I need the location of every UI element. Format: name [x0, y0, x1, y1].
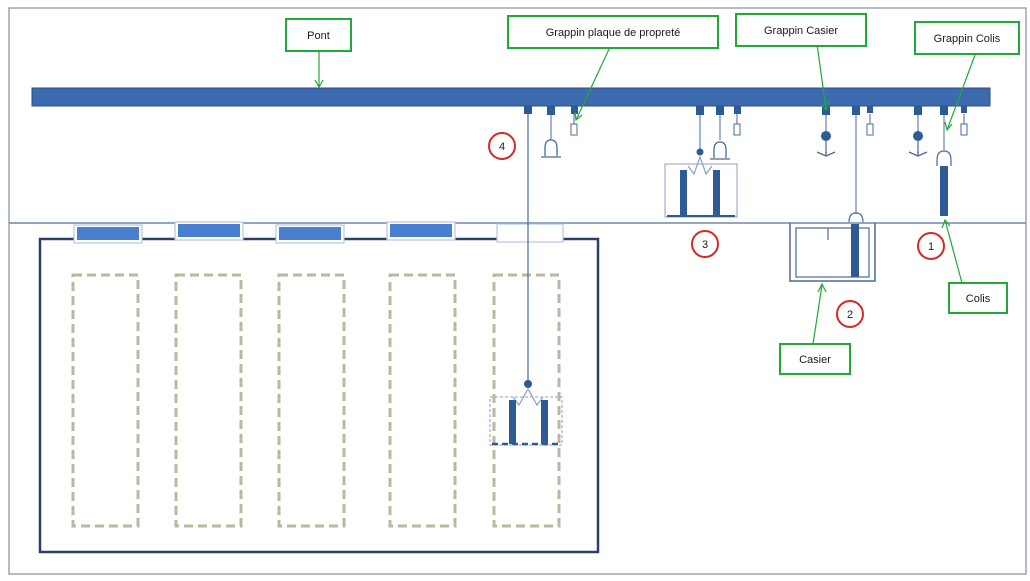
slab-cover: [178, 224, 240, 237]
cover-plate-lifted: [664, 163, 738, 218]
grappin-head: [821, 131, 831, 141]
hook-grappin: [713, 141, 727, 158]
casier-colis: [851, 224, 859, 277]
slab-cover-open: [496, 223, 564, 243]
svg-text:Grappin plaque de propreté: Grappin plaque de propreté: [546, 27, 681, 39]
small-grappin: [570, 123, 578, 136]
svg-text:Colis: Colis: [966, 293, 991, 305]
label-colis: Colis: [948, 282, 1008, 314]
colis-package: [940, 166, 948, 216]
cover-plate-leg: [541, 400, 548, 444]
slab-cover: [279, 227, 341, 240]
cover-plate-leg: [680, 170, 687, 216]
slab-cover: [77, 227, 139, 240]
diagram-frame: [8, 7, 1027, 575]
hook-grappin: [848, 212, 864, 223]
svg-text:Casier: Casier: [799, 354, 831, 366]
grappin-hook: [524, 380, 532, 388]
svg-text:1: 1: [928, 241, 934, 253]
label-grappin-plaque: Grappin plaque de propreté: [507, 15, 719, 49]
cover-plate-leg: [509, 400, 516, 444]
storage-cell: [388, 273, 457, 528]
storage-cell: [277, 273, 346, 528]
storage-pool: [38, 237, 600, 554]
anchor-grappin: [908, 151, 928, 157]
storage-cell: [71, 273, 140, 528]
grappin-hook: [696, 148, 704, 156]
grappin-claws: [512, 387, 544, 407]
grappin-head: [913, 131, 923, 141]
svg-text:2: 2: [847, 309, 853, 321]
svg-text:Grappin Casier: Grappin Casier: [764, 25, 838, 37]
label-pont: Pont: [285, 18, 352, 52]
label-grappin-casier: Grappin Casier: [735, 13, 867, 47]
storage-cell-target: [492, 273, 561, 528]
svg-text:Pont: Pont: [307, 30, 330, 42]
svg-text:4: 4: [499, 141, 505, 153]
small-grappin: [866, 123, 874, 136]
casier-pit: [789, 223, 876, 282]
label-pointers: [314, 43, 976, 345]
small-grappin: [960, 123, 968, 136]
step-3: 3: [691, 230, 719, 258]
step-2: 2: [836, 300, 864, 328]
label-grappin-colis: Grappin Colis: [914, 21, 1020, 55]
grappin-claws: [687, 155, 713, 176]
cover-plate-leg: [713, 170, 720, 216]
svg-text:Grappin Colis: Grappin Colis: [934, 33, 1001, 45]
hook-grappin-colis: [936, 150, 952, 166]
small-grappin: [733, 123, 741, 136]
step-4: 4: [488, 132, 516, 160]
label-casier: Casier: [779, 343, 851, 375]
storage-cell: [174, 273, 243, 528]
slab-cover: [390, 224, 452, 237]
svg-text:3: 3: [702, 239, 708, 251]
step-1: 1: [917, 232, 945, 260]
bridge-beam: [31, 87, 991, 107]
anchor-grappin: [816, 151, 836, 157]
trolley-blocks: [524, 106, 967, 115]
hook-grappin: [544, 139, 558, 156]
